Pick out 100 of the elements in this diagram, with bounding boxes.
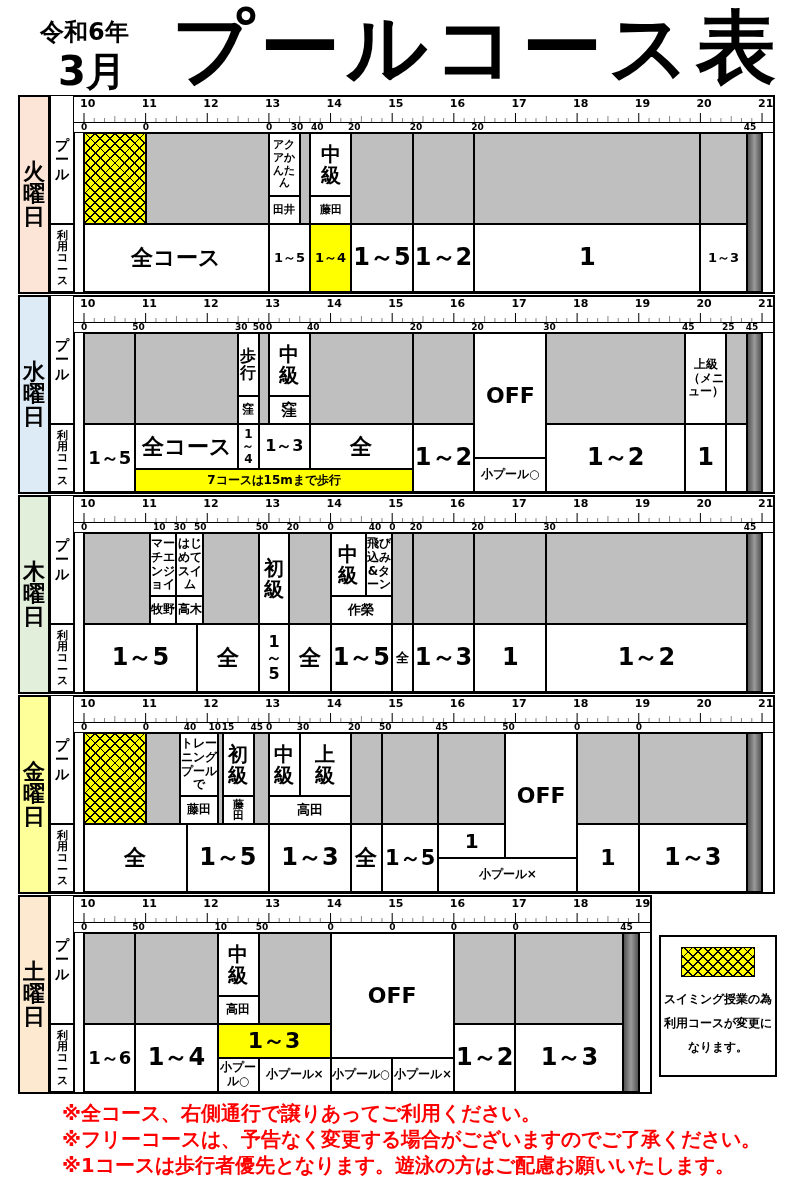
pool-time-block [474, 133, 701, 224]
minute-label: 20 [286, 522, 299, 533]
minute-label: 0 [265, 722, 273, 733]
pool-time-block [412, 333, 475, 424]
minute-label: 0 [265, 322, 273, 333]
minute-label: 20 [409, 122, 423, 133]
pool-time-block [289, 533, 331, 624]
minute-label: 20 [471, 322, 484, 333]
course-slot: 1～5 [351, 224, 413, 292]
pool-time-block [453, 933, 516, 1024]
course-slot: 1～5 [381, 824, 439, 892]
minute-label: 20 [409, 522, 423, 533]
hour-label: 10 [80, 97, 96, 110]
minute-label: 0 [81, 122, 88, 133]
instructor-slot: 高木 [176, 596, 203, 624]
course-slot: 全 [310, 424, 413, 469]
hour-label: 15 [388, 97, 404, 110]
course-slot: 1～6 [84, 1024, 136, 1092]
class-slot: 上級（メニュー） [685, 333, 727, 424]
pool-time-block [299, 133, 310, 224]
course-slot: 1～3 [638, 824, 747, 892]
course-slot: 小プール× [438, 858, 578, 892]
instructor-slot: 田井 [268, 196, 300, 224]
instructor-slot: 高田 [217, 996, 259, 1024]
minute-label: 0 [574, 722, 581, 733]
minute-label: 45 [250, 722, 264, 733]
hour-label: 10 [80, 697, 96, 710]
hour-label: 15 [388, 697, 404, 710]
minute-label: 45 [620, 922, 633, 933]
minute-label: 0 [265, 122, 273, 133]
minute-label: 0 [142, 122, 149, 133]
course-slot: 1～2 [412, 224, 475, 292]
course-slot: 1～4 [310, 224, 352, 292]
course-slot: 1～2 [546, 624, 747, 692]
minute-label: 40 [368, 522, 382, 533]
hour-label: 13 [264, 97, 281, 110]
course-slot: 1～5 [330, 624, 393, 692]
pool-time-block [202, 533, 259, 624]
hour-label: 16 [449, 897, 466, 910]
pool-time-block [546, 333, 685, 424]
hour-label: 13 [264, 297, 281, 310]
pool-time-block [135, 333, 239, 424]
class-slot: 初級 [258, 533, 290, 624]
hour-label: 15 [388, 297, 404, 310]
minute-label: 0 [81, 322, 88, 333]
instructor-slot: 牧野 [149, 596, 177, 624]
minute-label: 30 [543, 322, 556, 333]
hour-label: 10 [80, 897, 96, 910]
notice-bar: 7コースは15mまで歩行 [135, 469, 413, 492]
class-slot: はじめてスイム [176, 533, 203, 596]
hour-label: 17 [511, 497, 527, 510]
class-slot: 中級 [330, 533, 366, 596]
course-slot: 1～2 [412, 424, 475, 492]
pool-time-block [381, 733, 439, 824]
hour-label: 18 [573, 297, 589, 310]
minute-label: 50 [132, 922, 145, 933]
minute-label: 50 [502, 722, 515, 733]
shaded-column [623, 933, 639, 1092]
minute-label: 10 [152, 522, 166, 533]
minute-label: 0 [81, 722, 88, 733]
class-slot: 上級 [299, 733, 352, 796]
course-slot: 1～3 [217, 1024, 331, 1058]
course-slot: 全 [197, 624, 259, 692]
course-slot: 1～5 [268, 224, 310, 292]
pool-time-block [217, 733, 223, 824]
class-slot: 歩行 [238, 333, 259, 396]
pool-time-block [310, 333, 413, 424]
class-slot: 中級 [268, 733, 300, 796]
hour-label: 18 [573, 697, 589, 710]
course-slot: 全コース [135, 424, 239, 469]
pool-time-block [412, 533, 475, 624]
course-slot: 1～5 [186, 824, 269, 892]
minute-label: 0 [81, 522, 88, 533]
minute-label: 50 [255, 922, 269, 933]
minute-label: 30 [173, 522, 186, 533]
pool-time-block [258, 933, 331, 1024]
course-slot: 小プール○ [217, 1058, 259, 1092]
course-slot: 1～4 [135, 1024, 218, 1092]
hour-label: 13 [264, 697, 281, 710]
hour-label: 11 [141, 497, 157, 510]
minute-label: 0 [635, 722, 642, 733]
hour-label: 16 [449, 697, 466, 710]
hour-label: 13 [264, 897, 281, 910]
course-slot: 全 [351, 824, 382, 892]
hour-label: 12 [203, 497, 219, 510]
minute-label: 25 [722, 322, 735, 333]
pool-time-block [577, 733, 639, 824]
pool-time-block [135, 933, 218, 1024]
pool-time-block [726, 333, 747, 424]
row-header: 利用コース [50, 824, 74, 892]
pool-time-block [145, 733, 180, 824]
pool-time-block [412, 133, 475, 224]
pool-time-block [438, 733, 506, 824]
footnote: ※1コースは歩行者優先となります。遊泳の方はご配慮お願いいたします。 [62, 1153, 735, 1179]
row-header: プール [50, 295, 74, 424]
hour-label: 17 [511, 297, 527, 310]
hour-label: 14 [326, 497, 342, 510]
minute-label: 40 [183, 722, 197, 733]
instructor-slot: 藤田 [310, 196, 352, 224]
row-header: 利用コース [50, 1024, 74, 1092]
